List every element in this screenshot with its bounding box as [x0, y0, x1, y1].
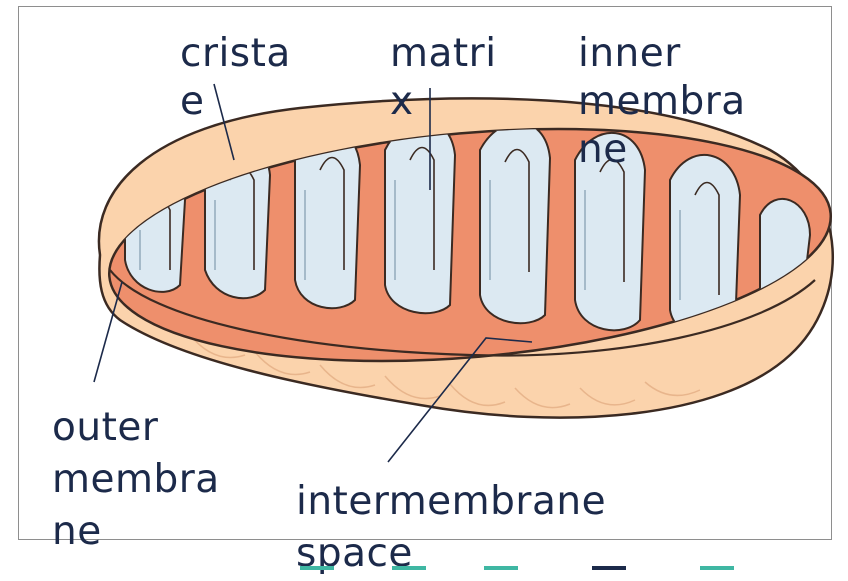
label-cristae-line-1: crista: [180, 30, 291, 78]
label-matrix: matri x: [390, 30, 497, 126]
footer-dash-teal-1: [300, 566, 334, 570]
label-intermembrane-space: intermembrane space: [296, 476, 606, 580]
label-intermembrane-space-line-1: intermembrane: [296, 476, 606, 528]
label-matrix-line-2: x: [390, 78, 497, 126]
label-outer-membrane-line-1: outer: [52, 402, 220, 454]
label-outer-membrane-line-2: membra: [52, 454, 220, 506]
footer-dash-teal-4: [700, 566, 734, 570]
label-matrix-line-1: matri: [390, 30, 497, 78]
footer-dash-teal-2: [392, 566, 426, 570]
label-inner-membrane-line-3: ne: [578, 126, 746, 174]
label-cristae-line-2: e: [180, 78, 291, 126]
label-outer-membrane-line-3: ne: [52, 506, 220, 558]
label-cristae: crista e: [180, 30, 291, 126]
footer-dash-teal-3: [484, 566, 518, 570]
label-inner-membrane: inner membra ne: [578, 30, 746, 174]
footer-dash-navy: [592, 566, 626, 570]
label-inner-membrane-line-2: membra: [578, 78, 746, 126]
label-intermembrane-space-line-2: space: [296, 528, 606, 580]
label-outer-membrane: outer membra ne: [52, 402, 220, 558]
label-inner-membrane-line-1: inner: [578, 30, 746, 78]
